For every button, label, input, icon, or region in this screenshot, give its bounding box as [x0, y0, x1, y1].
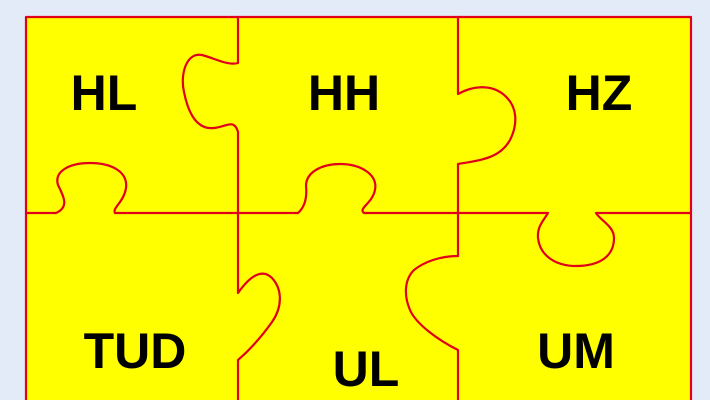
piece-label-hz: HZ [566, 65, 633, 121]
piece-label-hh: HH [308, 65, 380, 121]
piece-label-um: UM [537, 323, 615, 379]
piece-label-tud: TUD [84, 323, 187, 379]
piece-label-ul: UL [333, 341, 400, 397]
piece-label-hl: HL [71, 65, 138, 121]
